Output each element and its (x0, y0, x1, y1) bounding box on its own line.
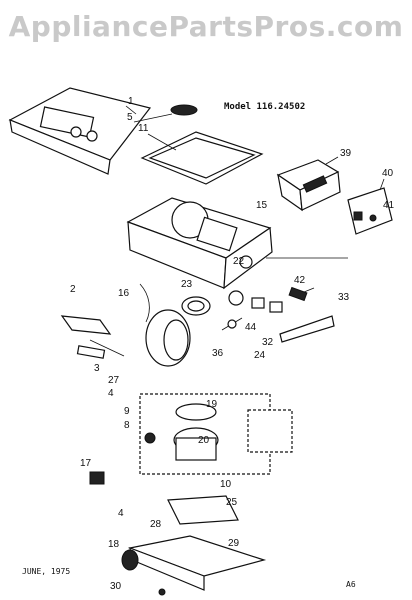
pad-left (76, 345, 106, 359)
knob (89, 471, 105, 485)
callout-44: 44 (245, 322, 257, 333)
main-housing (126, 197, 273, 290)
callout-17: 17 (80, 458, 92, 469)
filter-tray (167, 495, 239, 525)
switch-plate (347, 187, 393, 235)
callout-16: 16 (118, 288, 130, 299)
filter-box (276, 159, 341, 212)
callout-36: 36 (212, 348, 224, 359)
callout-4: 4 (118, 508, 124, 519)
callout-2: 2 (70, 284, 76, 295)
callout-11: 11 (138, 123, 149, 134)
impeller (228, 290, 244, 306)
callout-32: 32 (262, 337, 274, 348)
callout-42: 42 (294, 275, 306, 286)
lid-disc (170, 104, 198, 116)
callout-28: 28 (150, 519, 162, 530)
switch-bracket (251, 297, 265, 309)
callout-5: 5 (127, 112, 133, 123)
top-cover (8, 87, 152, 175)
handle (279, 315, 335, 343)
footer-date: JUNE, 1975 (22, 567, 71, 576)
callout-15: 15 (256, 200, 268, 211)
callout-30: 30 (110, 581, 122, 592)
callout-27: 27 (108, 375, 120, 386)
wheel (121, 549, 139, 571)
callout-40: 40 (382, 168, 394, 179)
mount-bracket (60, 315, 112, 335)
callout-24: 24 (254, 350, 266, 361)
callout-39: 39 (340, 148, 352, 159)
callout-9: 9 (124, 406, 130, 417)
callout-10: 10 (220, 479, 232, 490)
callout-29: 29 (228, 538, 240, 549)
switch (288, 286, 308, 302)
callout-19: 19 (206, 399, 218, 410)
watermark: AppliancePartsPros.com (8, 10, 404, 43)
callout-33: 33 (338, 292, 350, 303)
callout-20: 20 (198, 435, 210, 446)
callout-41: 41 (383, 200, 395, 211)
footer-page-code: A6 (346, 580, 356, 589)
model-label: Model 116.24502 (224, 102, 306, 112)
callout-8: 8 (124, 420, 130, 431)
callout-1: 1 (128, 96, 134, 107)
callout-18: 18 (108, 539, 120, 550)
callout-25: 25 (226, 497, 238, 508)
callout-23: 23 (181, 279, 193, 290)
callout-4: 4 (108, 388, 114, 399)
screw (158, 588, 166, 596)
callout-22: 22 (233, 256, 245, 267)
callout-3: 3 (94, 363, 100, 374)
power-cord (139, 283, 150, 323)
motor-assembly (139, 393, 293, 475)
